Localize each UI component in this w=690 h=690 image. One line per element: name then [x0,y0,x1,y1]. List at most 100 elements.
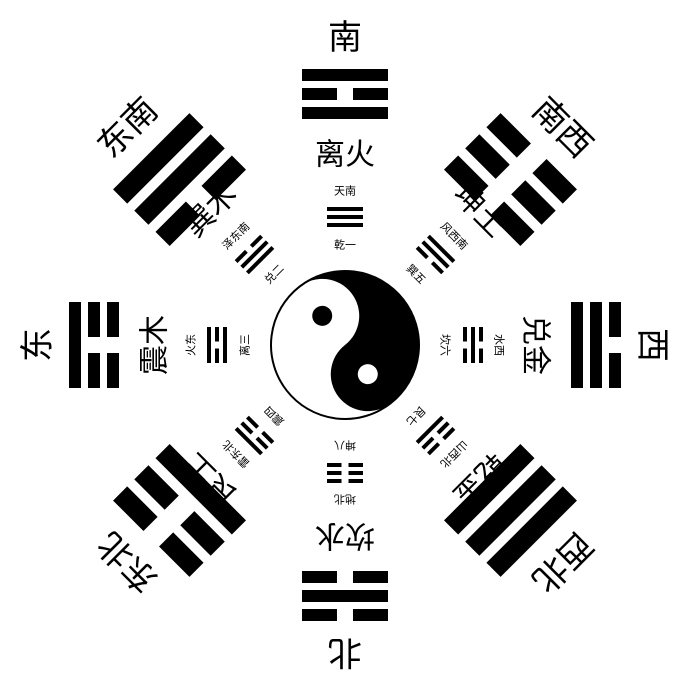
trigram-yin-line-left [436,421,450,435]
outer-trigram [302,69,388,119]
trigram-yang-line [421,240,450,269]
inner-order-label: 兑二 [261,261,286,286]
trigram-yin-line-left [255,436,269,450]
outer-trigram [571,302,621,388]
inner-trigram [234,415,275,456]
trigram-yin-line-right [107,302,119,337]
trigram-yang-line [443,443,535,535]
inner-order-label: 离三 [238,334,252,356]
trigram-yin-line-right [327,479,342,483]
inner-direction-label: 泽东南 [220,220,253,253]
inner-trigram [327,207,363,227]
trigram-yin-line-right [249,234,263,248]
element-label: 震木 [138,315,173,375]
trigram-yang-line [415,415,444,444]
trigram-yin-line-left [215,348,219,363]
trigram-yang-line [302,69,388,81]
outer-trigram [302,571,388,621]
trigram-yang-line [240,240,269,269]
inner-order-label: 巽五 [403,262,428,287]
trigram-yin-line-left [486,113,531,158]
trigram-yin-line-left [348,463,363,467]
outer-trigram [69,302,119,388]
inner-trigram [415,234,456,275]
trigram-yin-line-left [180,511,225,556]
inner-trigram [207,327,227,363]
trigram-yin-line-right [240,421,254,435]
trigram-yin-line-left [463,327,467,342]
trigram-yang-line [327,223,363,227]
trigram-yin-line-left [348,471,363,475]
outer-trigram [443,113,577,247]
trigram-yin-line-right [353,88,388,100]
trigram-yin-line-right [479,348,483,363]
direction-label: 北 [328,632,362,672]
trigram-yin-line-left [465,134,510,179]
inner-direction-label: 地北 [334,493,356,506]
trigram-yang-line [590,302,602,388]
taiji-yin-yang-symbol [270,270,420,420]
trigram-yang-line [471,327,475,363]
trigram-yin-line-right [489,201,535,247]
trigram-yang-line [113,113,204,204]
trigram-yin-line-left [155,201,201,247]
trigram-yang-line [223,327,227,363]
trigram-yin-line-left [353,609,388,621]
trigram-yin-line-right [421,436,435,450]
trigram-yang-line [327,215,363,219]
element-label: 坎水 [315,518,375,553]
trigram-yang-line [302,590,388,602]
trigram-yang-line [302,107,388,119]
outer-trigram [443,443,577,577]
inner-trigram [234,234,275,275]
trigram-yin-line-right [427,442,441,456]
trigram-yin-line-right [463,348,467,363]
direction-label: 西 [632,328,672,362]
trigram-yin-line-left [415,246,429,260]
trigram-yin-line-left [348,479,363,483]
direction-label: 东北 [90,524,166,600]
inner-trigram [415,415,456,456]
trigram-yin-line-right [609,353,621,388]
trigram-yin-line-right [246,415,260,429]
trigram-yin-line-left [159,532,204,577]
trigram-yang-line [571,302,583,388]
trigram-yin-line-right [327,471,342,475]
trigram-yang-line [427,234,456,263]
inner-direction-label: 火东 [185,334,198,356]
trigram-yin-line-right [302,609,337,621]
taiji-yin-eye [312,305,333,326]
trigram-yin-line-left [261,430,275,444]
inner-direction-label: 天南 [334,185,356,198]
trigram-yang-line [246,246,275,275]
inner-order-label: 震四 [262,403,287,428]
trigram-yin-line-right [302,571,337,583]
inner-direction-label: 山西北 [438,438,471,471]
inner-direction-label: 水西 [493,334,506,356]
trigram-yin-line-right [327,463,342,467]
inner-order-label: 艮七 [403,403,428,428]
trigram-yin-line-left [107,353,119,388]
trigram-yang-line [207,327,211,363]
taiji-yang-eye [357,364,378,385]
direction-label: 南西 [524,90,600,166]
trigram-yin-line-left [302,88,337,100]
trigram-yin-line-right [201,155,247,201]
trigram-yin-line-left [479,327,483,342]
taiji-yin-half [299,271,419,412]
sector-e: 东震木火东离三 [18,302,252,388]
trigram-yang-line [134,134,225,225]
inner-order-label: 乾一 [334,239,356,252]
trigram-yin-line-left [353,571,388,583]
direction-label: 南 [328,18,362,58]
trigram-yin-line-right [215,327,219,342]
trigram-yang-line [234,427,263,456]
trigram-yin-line-right [430,261,444,275]
trigram-yin-line-left [609,302,621,337]
